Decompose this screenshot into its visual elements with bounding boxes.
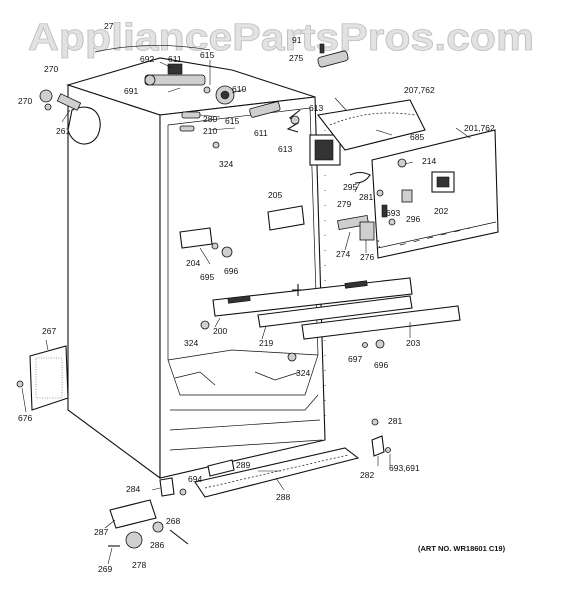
callout-210: 210 [203, 126, 217, 136]
callout-610: 610 [232, 84, 246, 94]
screw-697 [362, 342, 368, 348]
callout-261: 261 [56, 126, 70, 136]
callout-202: 202 [434, 206, 448, 216]
callout-611: 611 [168, 54, 182, 64]
callout-613-lower: 613 [278, 144, 292, 154]
callout-615-lower: 615 [225, 116, 239, 126]
callout-labels: 27 91 692 611 615 275 270 270 691 610 20… [18, 21, 495, 574]
left-tube-part [56, 93, 82, 111]
mullion-219 [257, 295, 413, 328]
callout-697: 697 [348, 354, 362, 364]
callout-275: 275 [289, 53, 303, 63]
mullion-clip [292, 284, 304, 296]
callout-214: 214 [422, 156, 436, 166]
callout-615: 615 [200, 50, 214, 60]
art-number: (ART NO. WR18601 C19) [418, 544, 506, 553]
callout-696-lower: 696 [374, 360, 388, 370]
callout-281-top: 281 [359, 192, 373, 202]
leveling-leg-268 [169, 529, 189, 545]
callout-611-lower: 611 [254, 128, 268, 138]
roller-278 [125, 531, 143, 549]
callout-91: 91 [292, 35, 302, 45]
callout-274: 274 [336, 249, 350, 259]
control-panel [371, 129, 499, 259]
bracket-204 [179, 227, 213, 249]
callout-286: 286 [150, 540, 164, 550]
bracket-205 [267, 205, 305, 231]
spacer-289 [207, 459, 235, 477]
callout-295: 295 [343, 182, 357, 192]
callout-281-low: 281 [388, 416, 402, 426]
mullion-200 [212, 277, 413, 317]
callout-278: 278 [132, 560, 146, 570]
plug-696-lower [375, 339, 385, 349]
callout-693-691: 693,691 [389, 463, 420, 473]
callout-200: 200 [213, 326, 227, 336]
callout-685: 685 [410, 132, 424, 142]
screw-694 [179, 488, 187, 496]
leader-lines [21, 60, 471, 565]
callout-219: 219 [259, 338, 273, 348]
callout-691: 691 [124, 86, 138, 96]
screw-324-low [287, 352, 297, 362]
callout-270-top: 270 [44, 64, 58, 74]
callout-696-upper: 696 [224, 266, 238, 276]
screw-693-691 [385, 447, 391, 453]
left-insulation-blob [67, 106, 101, 145]
callout-279: 279 [337, 199, 351, 209]
callout-207-762: 207,762 [404, 85, 435, 95]
callout-204: 204 [186, 258, 200, 268]
callout-324-low: 324 [296, 368, 310, 378]
callout-268: 268 [166, 516, 180, 526]
roller-286 [152, 521, 164, 533]
callout-201-762: 201,762 [464, 123, 495, 133]
fan-motor-assembly [286, 99, 426, 166]
screw-281 [371, 418, 379, 426]
screw-324 [212, 141, 220, 149]
callout-284: 284 [126, 484, 140, 494]
callout-676: 676 [18, 413, 32, 423]
roller-bracket-287 [109, 499, 157, 529]
callout-692: 692 [140, 54, 154, 64]
screw-695 [211, 242, 219, 250]
callout-287: 287 [94, 527, 108, 537]
callout-296: 296 [406, 214, 420, 224]
callout-27: 27 [104, 21, 114, 31]
callout-324-top: 324 [219, 159, 233, 169]
callout-282: 282 [360, 470, 374, 480]
watermark-text: AppliancePartsPros.com [28, 17, 534, 59]
callout-694: 694 [188, 474, 202, 484]
callout-276: 276 [360, 252, 374, 262]
top-parts [39, 43, 349, 132]
mullion-203 [301, 305, 461, 340]
callout-693: 693 [386, 208, 400, 218]
screw-676 [16, 380, 24, 388]
callout-270-left: 270 [18, 96, 32, 106]
plug-696 [221, 246, 233, 258]
callout-269: 269 [98, 564, 112, 574]
callout-205: 205 [268, 190, 282, 200]
plate-284 [159, 477, 175, 497]
rear-grille-267 [29, 345, 69, 411]
kick-grille-288 [194, 447, 360, 498]
cabinet-shell [66, 57, 326, 480]
callout-288: 288 [276, 492, 290, 502]
callout-203: 203 [406, 338, 420, 348]
callout-613-top: 613 [309, 103, 323, 113]
switch-cluster [337, 171, 396, 241]
screw-324-mid [200, 320, 210, 330]
callout-695: 695 [200, 272, 214, 282]
callout-289: 289 [236, 460, 250, 470]
bracket-282 [371, 435, 385, 457]
callout-324-mid: 324 [184, 338, 198, 348]
callout-280: 280 [203, 114, 217, 124]
callout-267: 267 [42, 326, 56, 336]
